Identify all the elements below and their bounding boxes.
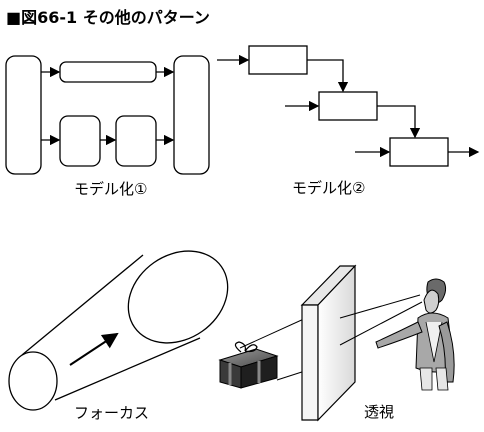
model1-bottom-left-block — [59, 115, 101, 167]
caption-model2: モデル化② — [292, 179, 366, 197]
model2-box-3 — [389, 137, 449, 167]
gift-box-icon — [218, 341, 279, 389]
transparency-diagram — [218, 264, 455, 422]
woman-figure-icon — [375, 278, 455, 391]
focus-small-ellipse — [8, 351, 58, 411]
focus-diagram — [8, 250, 229, 411]
caption-model1: モデル化① — [74, 180, 148, 198]
model2-link-1-2 — [307, 59, 349, 93]
projection-line-top — [239, 317, 307, 349]
model1-diagram — [5, 55, 210, 175]
focus-cone-top-edge — [21, 254, 144, 356]
sight-line-bottom — [339, 301, 423, 346]
model2-link-2-3 — [377, 105, 421, 139]
model1-left-block — [5, 55, 42, 175]
focus-large-ellipse — [127, 250, 229, 344]
model2-diagram — [217, 45, 480, 167]
sight-line-top — [339, 294, 421, 319]
model1-top-block — [59, 61, 157, 83]
focus-arrow — [69, 332, 119, 366]
figure-title: ■図66-1 その他のパターン — [6, 8, 210, 27]
model1-right-block — [173, 55, 210, 175]
model1-bottom-right-block — [115, 115, 157, 167]
wall-panel — [300, 264, 357, 422]
caption-transparency: 透視 — [364, 403, 395, 421]
focus-cone-bottom-edge — [54, 337, 201, 401]
caption-focus: フォーカス — [74, 404, 150, 422]
model2-box-1 — [248, 45, 308, 75]
model2-box-2 — [318, 91, 378, 121]
